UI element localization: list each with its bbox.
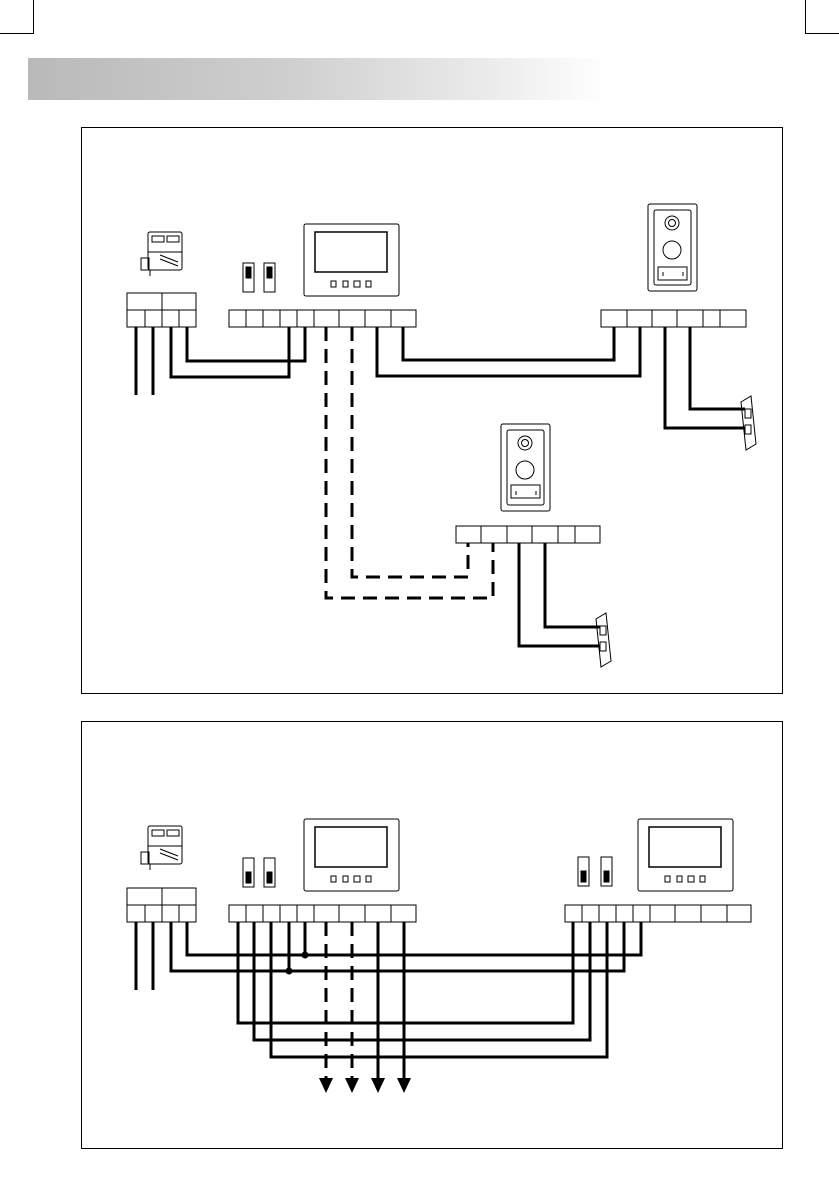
power-supply-2-terminal-block [127,888,196,922]
panel-2-solid-wires [136,922,641,1057]
panel-2-output-arrows [319,1078,411,1093]
indoor-monitor-1-icon [304,819,399,891]
monitor-2-terminal-block [565,905,751,922]
panel-1-dashed-wires [326,327,493,598]
power-supply-terminal-block [127,293,196,327]
indoor-monitor-2-icon [638,819,733,891]
monitor-terminal-block [229,310,416,327]
dip-switch-2a-icon [243,858,275,887]
outdoor-station-1-icon [648,204,697,291]
outdoor-station-2-terminal-block [456,526,600,543]
outdoor-station-1-terminal-block [601,310,746,327]
power-supply-2-icon [141,826,182,870]
dip-switch-2b-icon [578,857,612,886]
outdoor-station-2-icon [501,424,550,511]
monitor-1-terminal-block [229,905,416,922]
door-lock-2-icon [596,613,611,667]
indoor-monitor-icon [304,224,399,296]
panel-2-dashed-wires [326,922,352,1078]
dip-switch-icon [243,263,275,292]
door-lock-1-icon [741,396,756,450]
panel-2-arrow-wires [378,922,404,1078]
power-supply-icon [141,232,182,276]
